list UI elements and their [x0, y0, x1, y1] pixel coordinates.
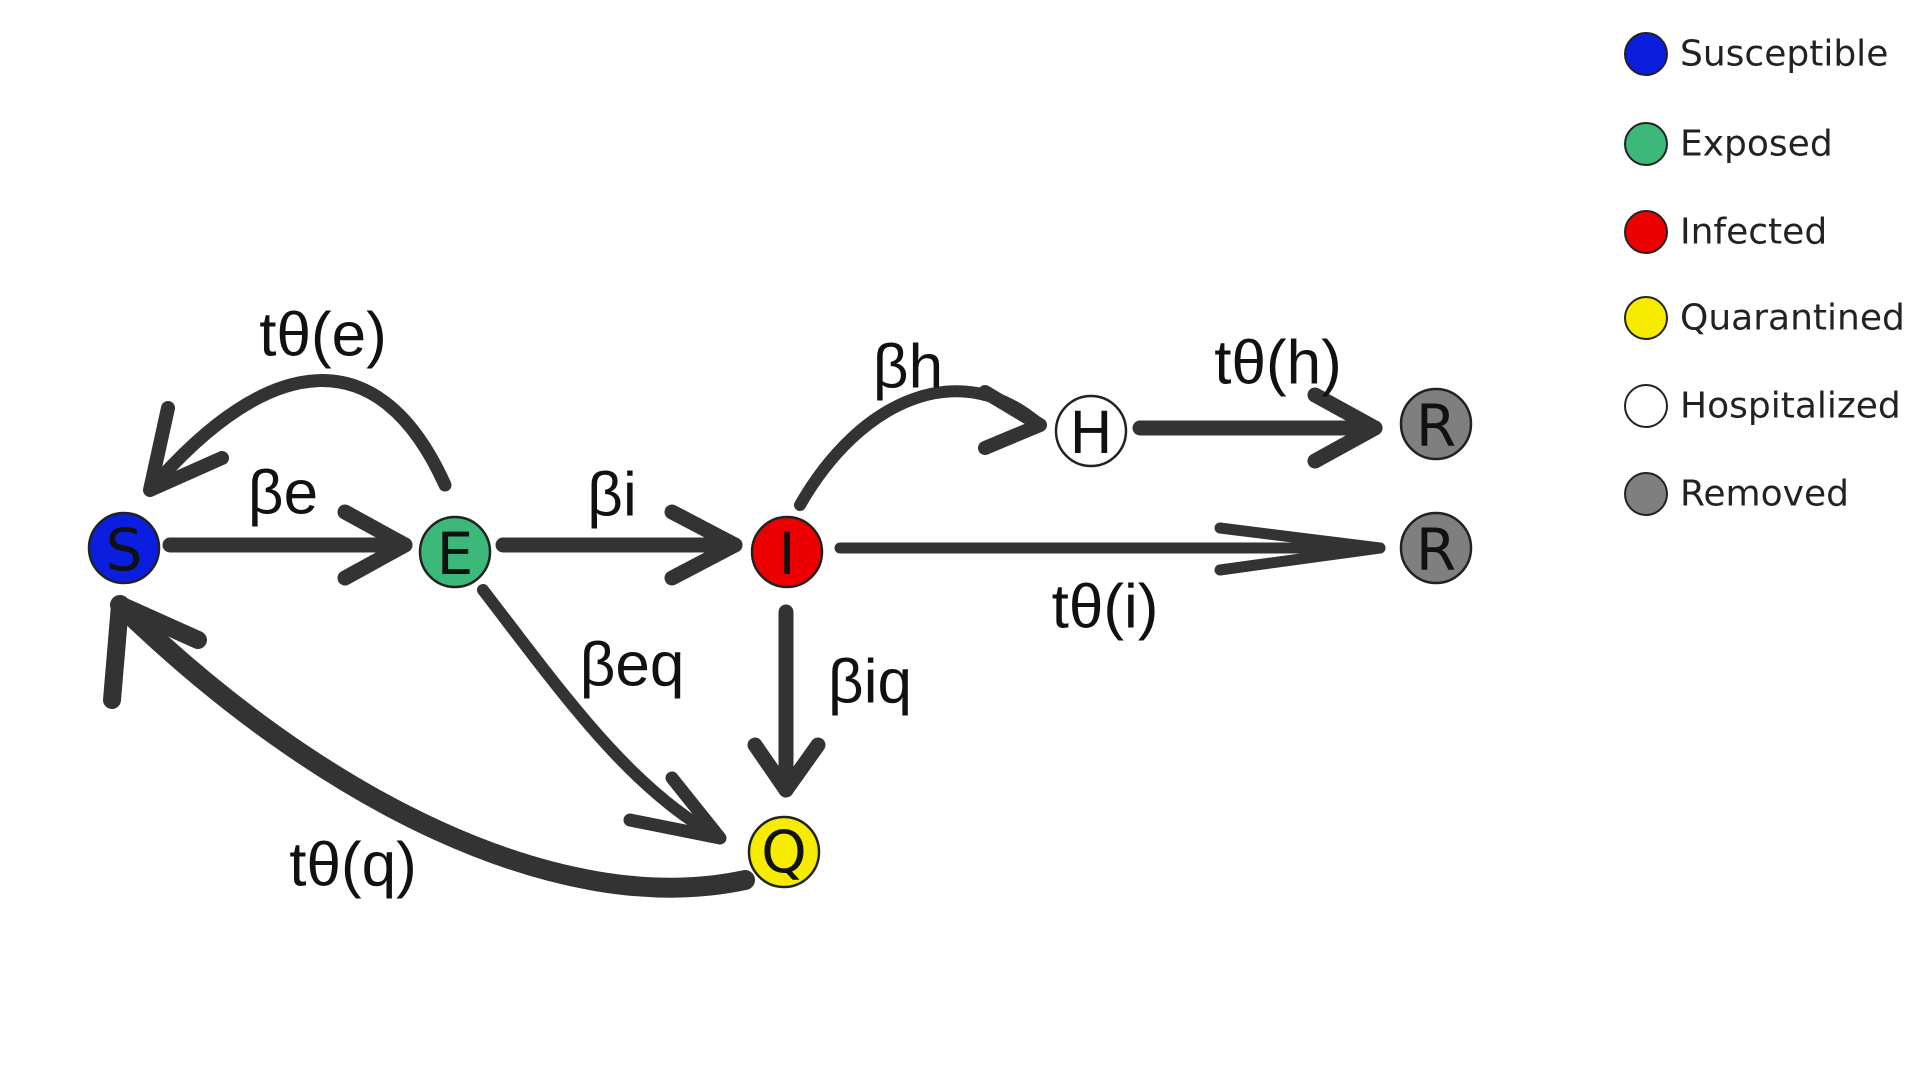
edge-s-to-e — [162, 504, 413, 586]
edge-q-to-s — [103, 595, 755, 898]
node-susceptible: S — [87, 511, 161, 585]
edge-e-to-i — [495, 504, 743, 586]
node-hospitalized: H — [1054, 394, 1128, 468]
label-theta-h: tθ(h) — [1214, 329, 1341, 398]
svg-text:E: E — [437, 520, 474, 588]
svg-text:Q: Q — [761, 818, 807, 886]
legend-item-exposed: Exposed — [1624, 122, 1833, 166]
legend: Susceptible Exposed Infected Quarantined… — [1624, 32, 1905, 516]
label-theta-q: tθ(q) — [289, 831, 416, 900]
edge-i-to-r2 — [834, 522, 1386, 576]
svg-text:H: H — [1069, 399, 1113, 467]
edge-h-to-r1 — [1132, 387, 1383, 469]
label-beta-eq: βeq — [580, 631, 685, 700]
edges — [103, 374, 1386, 898]
legend-item-hospitalized: Hospitalized — [1624, 384, 1901, 428]
edge-labels: βe tθ(e) βi βh tθ(h) tθ(i) βeq βiq tθ(q) — [248, 301, 1342, 900]
edge-e-to-q — [477, 584, 727, 845]
label-beta-e: βe — [248, 459, 318, 528]
svg-text:I: I — [778, 520, 795, 588]
node-removed-1: R — [1399, 387, 1473, 461]
node-exposed: E — [418, 515, 492, 589]
legend-item-susceptible: Susceptible — [1624, 32, 1888, 76]
label-beta-h: βh — [873, 333, 943, 402]
legend-item-infected: Infected — [1624, 210, 1827, 254]
legend-item-removed: Removed — [1624, 472, 1849, 516]
nodes: S E I Q H R R — [87, 387, 1473, 889]
legend-label: Infected — [1680, 212, 1827, 253]
svg-text:R: R — [1416, 516, 1456, 584]
legend-label: Exposed — [1680, 124, 1833, 165]
legend-label: Hospitalized — [1680, 386, 1901, 427]
legend-label: Quarantined — [1680, 298, 1905, 339]
edge-e-to-s — [143, 374, 452, 497]
node-removed-2: R — [1399, 511, 1473, 585]
legend-item-quarantined: Quarantined — [1624, 296, 1905, 340]
label-theta-e: tθ(e) — [259, 301, 386, 370]
svg-text:R: R — [1416, 392, 1456, 460]
edge-i-to-h — [794, 385, 1047, 511]
node-quarantined: Q — [747, 815, 821, 889]
node-infected: I — [750, 515, 824, 589]
edge-i-to-q — [747, 604, 826, 798]
legend-label: Susceptible — [1680, 34, 1888, 75]
legend-label: Removed — [1680, 474, 1849, 515]
label-beta-iq: βiq — [828, 648, 912, 717]
label-theta-i: tθ(i) — [1052, 573, 1159, 642]
svg-text:S: S — [106, 516, 143, 584]
label-beta-i: βi — [587, 461, 636, 530]
